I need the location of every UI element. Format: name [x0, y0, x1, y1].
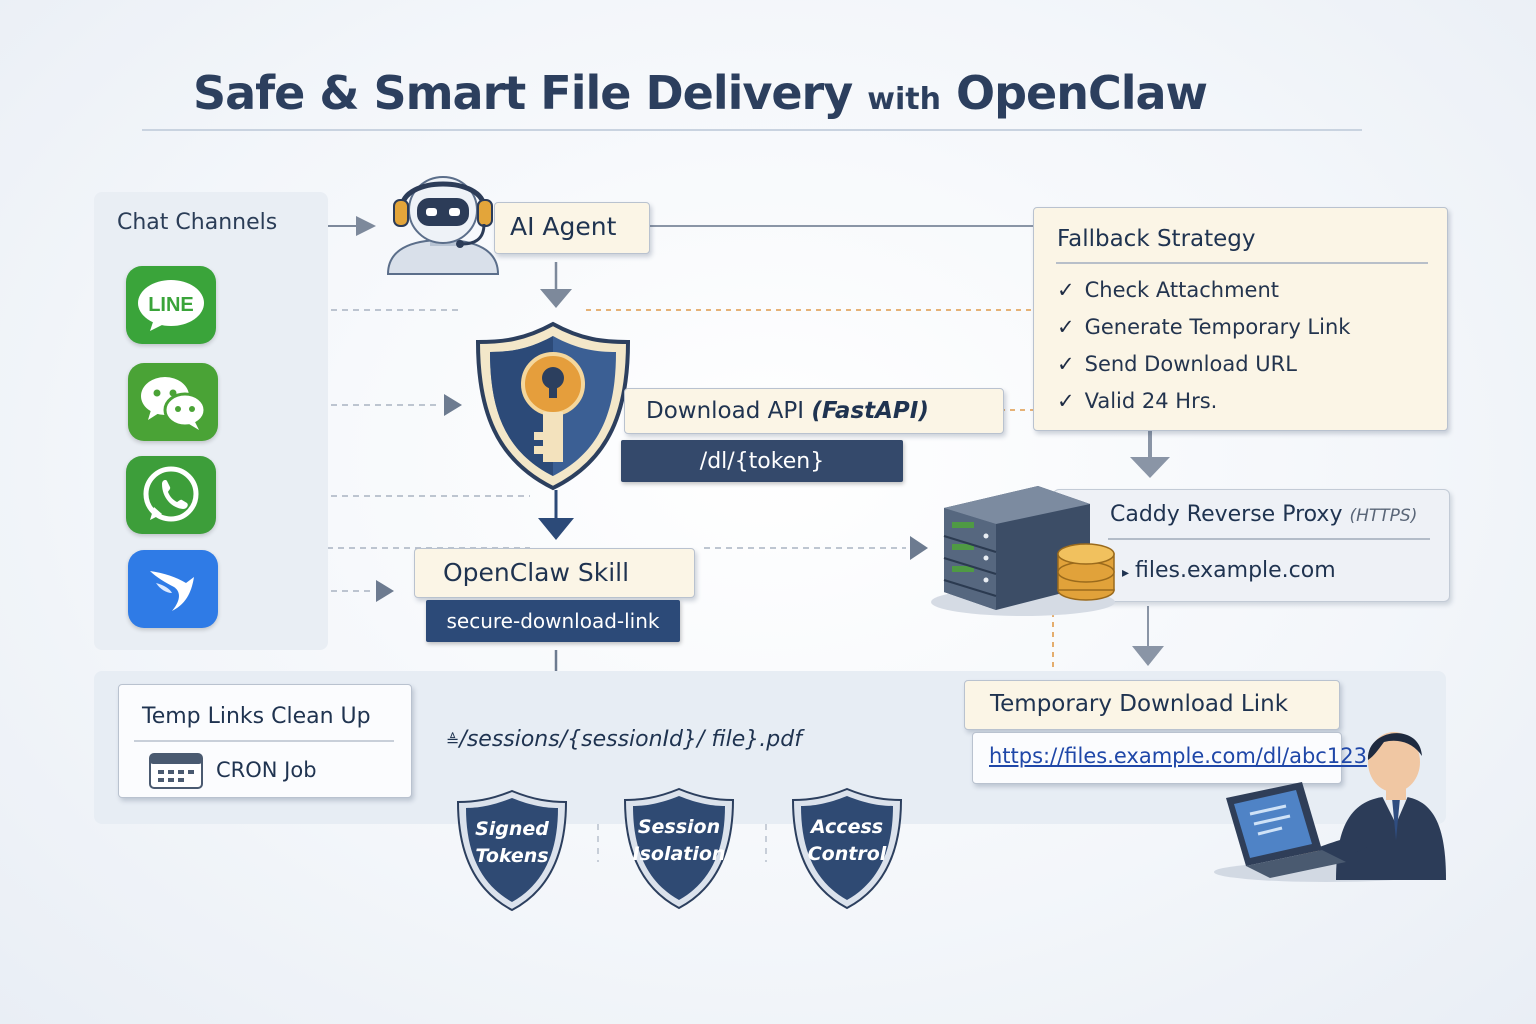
caret-right-icon: ▸: [1122, 565, 1130, 581]
shield-icon: [623, 787, 735, 910]
badge-line2: Control: [807, 843, 887, 865]
download-api-card[interactable]: [624, 388, 1004, 434]
fallback-item: ✓Generate Temporary Link: [1057, 315, 1351, 339]
calendar-icon: [149, 753, 203, 789]
session-path: ≜/sessions/{sessionId}/ file}.pdf: [446, 727, 802, 752]
page-title: Safe & Smart File Delivery with OpenClaw: [192, 66, 1208, 120]
openclaw-skill-card[interactable]: [414, 548, 695, 598]
ai-agent-label: AI Agent: [510, 212, 617, 241]
fallback-title: Fallback Strategy: [1057, 226, 1256, 252]
caddy-divider: [1108, 538, 1430, 540]
badge-line1: Signed: [475, 818, 549, 840]
check-icon: ✓: [1057, 389, 1075, 413]
badge-line2: Isolation: [632, 843, 726, 865]
caddy-title-text: Caddy Reverse Proxy: [1110, 502, 1343, 527]
wechat-icon[interactable]: [128, 363, 218, 441]
whatsapp-phone-icon: [143, 466, 199, 522]
caddy-protocol: (HTTPS): [1349, 506, 1418, 526]
wechat-bubbles-icon: [141, 377, 207, 430]
orange-dashed-lines: [586, 309, 1054, 676]
fallback-divider: [1056, 262, 1428, 264]
skill-name-text: secure-download-link: [446, 609, 660, 633]
shield-key-icon: [475, 321, 631, 491]
check-icon: ✓: [1057, 352, 1075, 376]
skill-name-tag: secure-download-link: [426, 600, 680, 642]
arrow-skill-to-caddy: [704, 536, 928, 560]
temp-download-url[interactable]: https://files.example.com/dl/abc123: [989, 744, 1367, 768]
signed-tokens-badge: Signed Tokens: [454, 788, 570, 914]
arrow-fallback-to-caddy: [1130, 430, 1170, 478]
download-api-title: Download API: [646, 398, 805, 424]
badge-line1: Session: [637, 816, 721, 838]
arrowhead-wechat: [444, 394, 462, 416]
openclaw-skill-label: OpenClaw Skill: [443, 558, 630, 587]
ai-agent-card[interactable]: [494, 202, 650, 254]
cron-job-label: CRON Job: [216, 758, 317, 782]
whatsapp-icon[interactable]: [126, 456, 216, 534]
caddy-proxy-card: [1053, 489, 1450, 602]
download-api-framework: (FastAPI): [811, 398, 929, 424]
line-icon[interactable]: LINE: [126, 266, 216, 344]
robot-agent-icon: [386, 176, 500, 275]
temp-download-url-box: [972, 732, 1342, 784]
fallback-item: ✓Check Attachment: [1057, 278, 1279, 302]
arrow-caddy-to-link: [1132, 606, 1164, 666]
title-divider: [142, 129, 1362, 131]
server-database-icon: [931, 486, 1115, 616]
download-api-label: Download API (FastAPI): [646, 398, 929, 424]
download-api-route: /dl/{token}: [621, 440, 903, 482]
chat-channels-label: Chat Channels: [117, 210, 278, 235]
route-text: /dl/{token}: [699, 448, 825, 474]
check-icon: ✓: [1057, 315, 1075, 339]
session-isolation-badge: Session Isolation: [621, 786, 737, 912]
temp-download-title: Temporary Download Link: [990, 691, 1289, 717]
cleanup-title: Temp Links Clean Up: [142, 704, 371, 729]
badge-line2: Tokens: [475, 845, 549, 867]
caddy-domain: ▸files.example.com: [1122, 558, 1336, 583]
cleanup-divider: [134, 740, 394, 742]
fallback-item: ✓Send Download URL: [1057, 352, 1297, 376]
access-control-badge: Access Control: [789, 786, 905, 912]
arrowhead-lark: [376, 580, 394, 602]
fallback-item: ✓Valid 24 Hrs.: [1057, 389, 1218, 413]
line-bubble-icon: LINE: [138, 280, 204, 331]
temp-download-card: [964, 680, 1340, 730]
svg-text:LINE: LINE: [148, 294, 194, 316]
shield-icon: [791, 787, 903, 910]
stack-icon: ≜: [446, 731, 460, 750]
user-laptop-icon: [1214, 732, 1446, 882]
check-icon: ✓: [1057, 278, 1075, 302]
arrow-agent-to-api: [540, 262, 572, 308]
badge-line1: Access: [810, 816, 884, 838]
caddy-title: Caddy Reverse Proxy (HTTPS): [1110, 502, 1417, 527]
lark-bird-icon: [150, 571, 194, 611]
lark-icon[interactable]: [128, 550, 218, 628]
arrow-api-to-skill: [538, 490, 574, 540]
shield-icon: [456, 789, 568, 912]
fallback-strategy-card: [1033, 207, 1448, 431]
